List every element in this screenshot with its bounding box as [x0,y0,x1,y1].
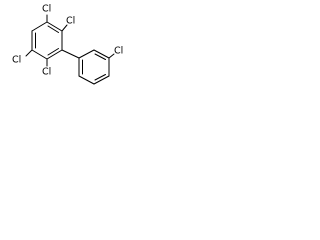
double-bond-b4-b5 [94,74,106,81]
bond-a3-a4 [46,49,63,60]
cl-label-phenyl: Cl [114,46,123,57]
bond-b2-b3 [93,49,110,59]
bond-b5-b6 [78,75,95,85]
cl-label-left: Cl [12,55,21,66]
cl-label-top-right: Cl [66,16,75,27]
bond-cl-phenyl [108,53,115,59]
ring-a [31,21,63,60]
cl-label-bottom: Cl [42,67,51,78]
bond-a4-a5 [31,49,48,60]
double-bond-b2-b3 [94,53,106,60]
double-bond-a3-a4 [47,48,59,56]
bond-a1-a2 [46,21,63,32]
bond-a6-a1 [31,21,48,32]
bond-b4-b5 [93,75,110,85]
bond-cl-left [25,49,33,57]
bond-b1-b2 [78,49,95,59]
chemical-structure-diagram: Cl Cl Cl Cl Cl [12,4,123,85]
biaryl-bond [61,49,80,59]
bond-cl-top-right [61,24,68,32]
double-bond-a1-a2 [47,25,59,33]
ring-b [78,49,110,85]
cl-label-top-left: Cl [42,4,51,15]
